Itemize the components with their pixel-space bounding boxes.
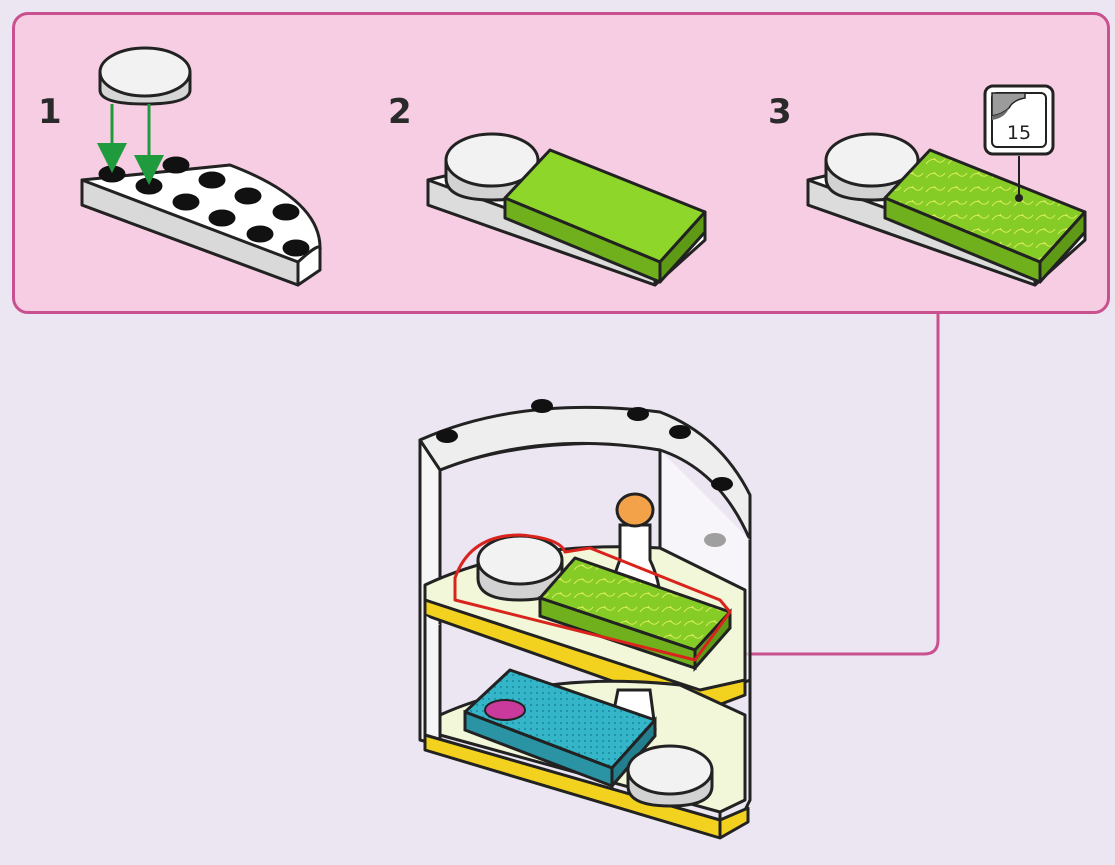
- step-3-illustration: [806, 132, 1087, 287]
- teal-tile: [463, 668, 657, 791]
- sticker-number: 15: [1006, 122, 1032, 144]
- bottle-cap: [615, 492, 655, 528]
- round-tile: [444, 132, 540, 188]
- pink-soap-icon: [484, 699, 526, 721]
- round-tile-piece: [98, 46, 192, 106]
- callout-connector-line: [736, 314, 940, 656]
- new-part-highlight: [453, 533, 732, 662]
- top-studs: [436, 399, 733, 547]
- shelf-model: [418, 399, 752, 840]
- round-tile: [824, 132, 920, 188]
- step-2-illustration: [426, 132, 707, 287]
- decorated-lime-tile: [883, 148, 1087, 284]
- step-number-2: 2: [388, 92, 412, 132]
- lime-tile: [503, 148, 707, 284]
- sticker-icon: [983, 84, 1055, 156]
- sticker-reference-tag: 15: [983, 84, 1055, 156]
- step-1-illustration: [80, 46, 322, 287]
- step-number-1: 1: [38, 92, 62, 132]
- step-number-3: 3: [768, 92, 792, 132]
